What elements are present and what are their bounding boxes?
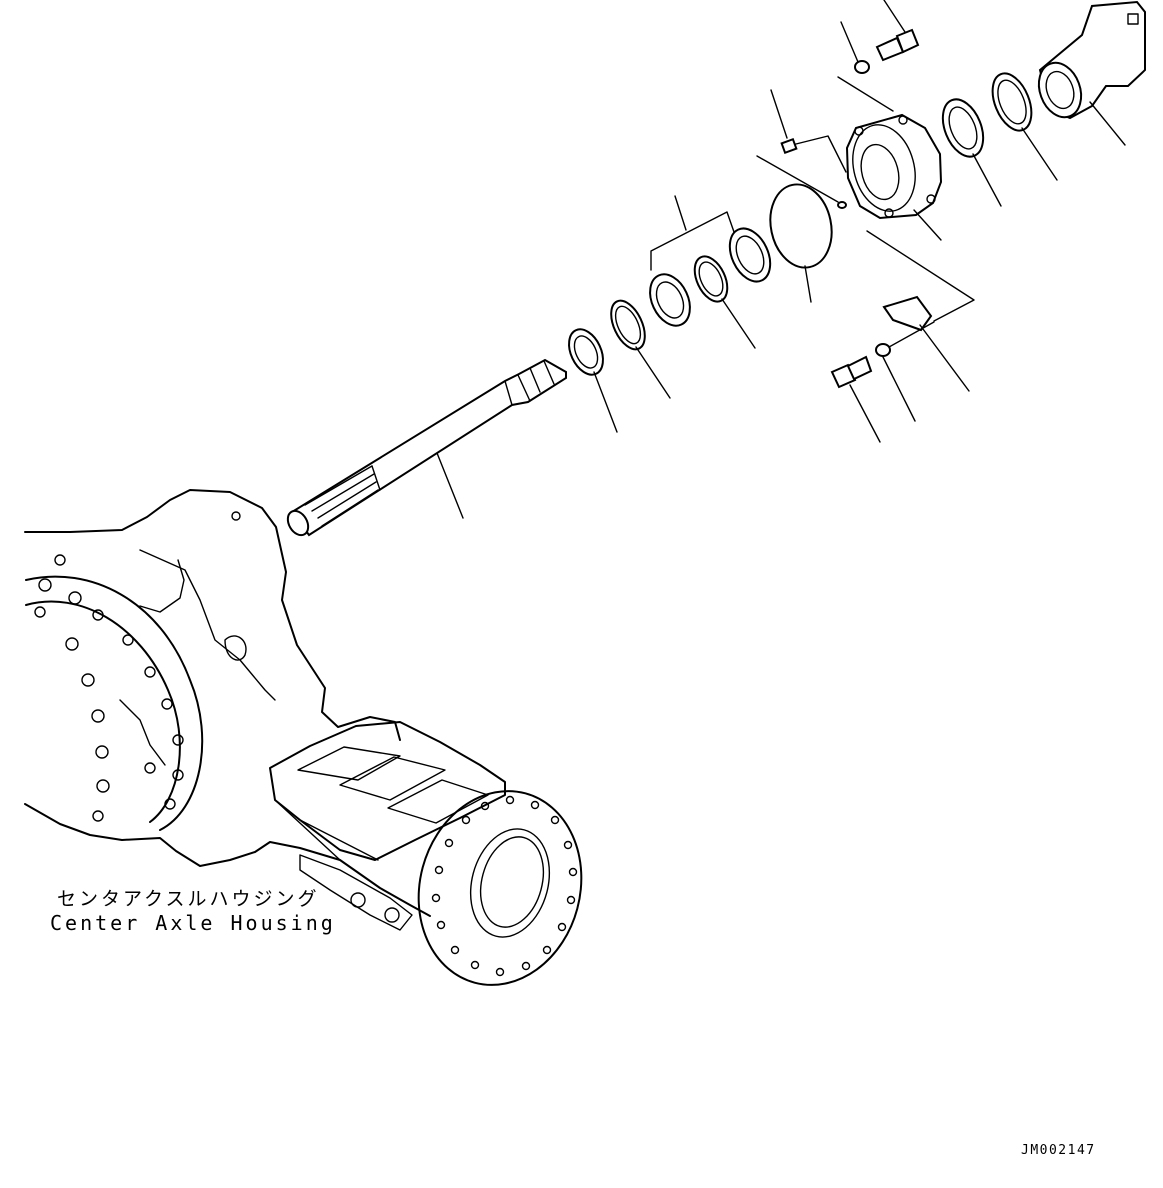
figure-id: JM002147 [1021,1143,1096,1158]
bearing-cone-1 [649,273,691,327]
o-ring [769,183,833,303]
leader-bracket [866,230,975,322]
snap-ring-2 [693,255,756,349]
bearing-cup-2 [991,72,1058,181]
center-axle-housing [24,489,583,986]
washer-top [840,21,870,74]
bolt-top [875,0,920,62]
leader-bracket [650,211,735,271]
snap-ring-1 [610,299,671,399]
bearing-cage [845,113,943,241]
bearing-cup-1 [941,98,1002,207]
plug [770,89,847,173]
leader-bracket [837,76,894,112]
leader-line [436,452,464,519]
housing-label-english: Center Axle Housing [50,911,336,935]
bolt-bottom [830,355,881,443]
pin [756,155,847,209]
washer-bottom [875,321,935,422]
leader-line [674,195,687,231]
housing-label-japanese: センタアクスルハウジング [57,888,320,910]
lock-plate [882,295,970,392]
seal-ring-1 [568,328,618,433]
bearing-cone-2 [728,227,772,283]
coupling [1037,0,1146,146]
axle-shaft [286,358,567,537]
